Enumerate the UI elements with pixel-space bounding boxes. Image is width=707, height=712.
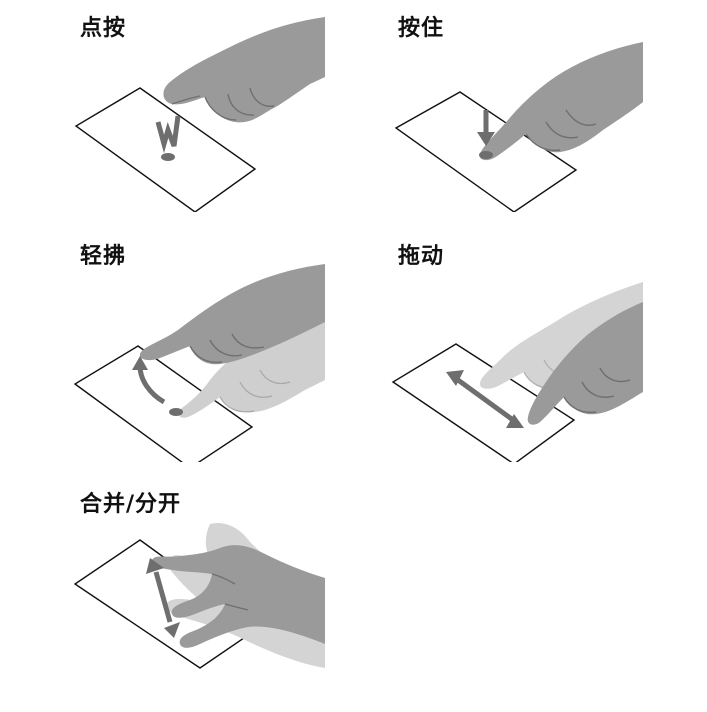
gesture-label-hold: 按住 [398, 16, 445, 41]
gesture-label-drag: 拖动 [398, 244, 445, 269]
hand-icon [151, 545, 325, 648]
hand-icon [479, 42, 643, 161]
hand-icon [139, 264, 325, 365]
swipe-arrow-icon [132, 356, 183, 416]
gesture-illustration-hold [378, 12, 648, 212]
pinch-arrow-icon [146, 558, 180, 638]
gesture-label-tap: 点按 [80, 16, 127, 41]
press-indicator-icon [477, 110, 495, 159]
hand-icon [163, 17, 325, 123]
gesture-illustration-drag [378, 262, 648, 462]
gesture-illustration-pinch [60, 512, 330, 712]
hand-icon [527, 302, 643, 425]
gesture-illustration-tap [60, 12, 330, 212]
gesture-label-pinch: 合并/分开 [80, 492, 182, 517]
drag-arrow-icon [446, 370, 524, 428]
gesture-label-swipe: 轻拂 [80, 244, 127, 269]
tap-indicator-icon [155, 115, 181, 161]
gesture-illustration-swipe [60, 262, 330, 462]
hand-light-icon [178, 322, 325, 418]
touch-surface [391, 343, 576, 462]
touch-surface [74, 87, 257, 212]
